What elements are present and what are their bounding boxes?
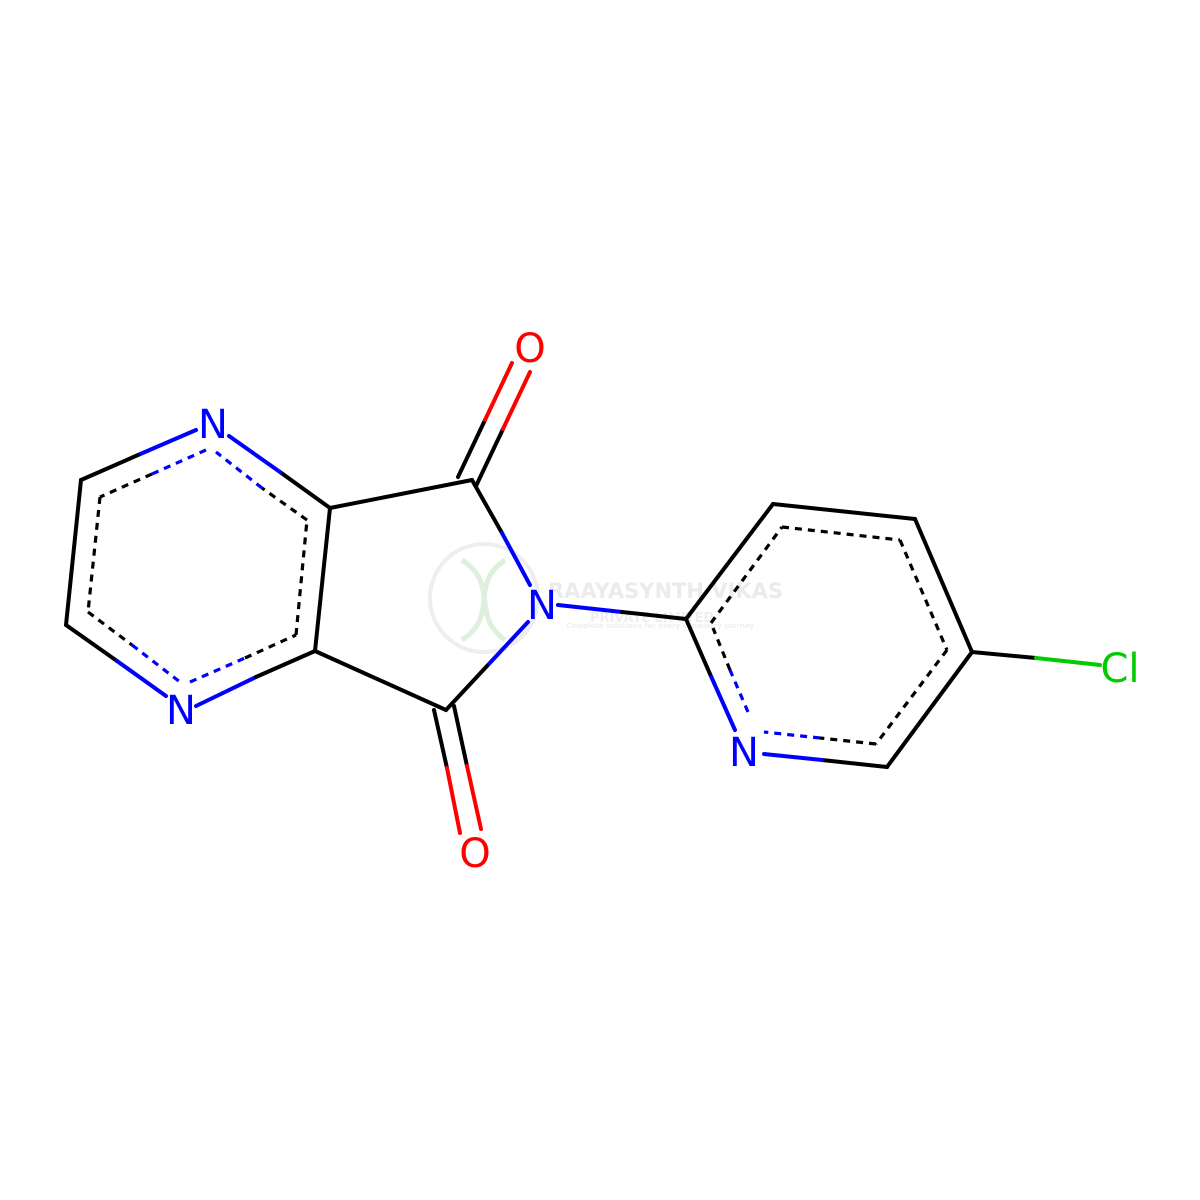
aromatic-dash-3 xyxy=(87,610,133,647)
bond-c7-o-a xyxy=(456,418,487,479)
aromatic-dash-6b xyxy=(215,450,263,490)
bond-c7-o-b xyxy=(474,427,505,488)
pyridine-dash-2 xyxy=(781,525,901,542)
pyrazine-ring xyxy=(64,428,332,708)
atom-n-pyrazine-top: N xyxy=(198,402,228,448)
pyridine-ring xyxy=(684,502,974,769)
bond-c9-c5 xyxy=(313,649,448,712)
aromatic-dash-1b xyxy=(99,472,153,499)
atom-o-top: O xyxy=(514,326,545,372)
atom-cl: Cl xyxy=(1100,646,1139,692)
bond-c14-n15-b xyxy=(762,752,824,762)
bond-c6-n1 xyxy=(278,470,332,510)
bond-c6-n1-b xyxy=(227,434,282,474)
bond-c13-cl-b xyxy=(1034,656,1102,667)
aromatic-dash-1 xyxy=(151,448,207,476)
dna-helix-icon xyxy=(460,557,507,643)
bond-c9-o-a xyxy=(432,708,449,770)
bond-n4-c5 xyxy=(194,675,258,708)
bond-c11-c12 xyxy=(771,502,917,521)
bond-c7-o-a2 xyxy=(483,361,514,422)
pyridine-dash-4 xyxy=(874,649,949,745)
bond-n1-c2-b xyxy=(79,453,140,482)
bond-c9-o-a2 xyxy=(445,766,462,835)
bond-c7-n8-b xyxy=(500,531,532,587)
bond-n15-c10-b xyxy=(684,617,712,676)
watermark-subtitle: PRIVATE LIMITED xyxy=(590,611,715,626)
bond-c9-o-b xyxy=(452,704,469,768)
bond-c5-c6 xyxy=(313,506,332,653)
bond-c13-c14 xyxy=(885,650,974,769)
aromatic-dash-4 xyxy=(189,656,246,684)
imide-ring xyxy=(313,361,532,835)
bond-n8-c9-b xyxy=(444,664,489,712)
aromatic-dash-6 xyxy=(261,486,308,522)
atom-n-pyrazine-bottom: N xyxy=(166,688,196,734)
bond-n1-c2 xyxy=(136,428,198,457)
pyridine-dash-5 xyxy=(819,736,877,746)
bond-n15-c10 xyxy=(708,672,737,732)
watermark-logo: RAAYASYNTH VIKAS PRIVATE LIMITED Complet… xyxy=(428,542,783,654)
aromatic-dash-5 xyxy=(294,519,309,636)
pyridine-dash-5b xyxy=(763,730,821,740)
watermark-circle xyxy=(428,542,540,654)
bond-c3-n4 xyxy=(64,623,119,663)
atom-n-pyridine: N xyxy=(729,730,759,776)
pyridine-dash-3 xyxy=(898,539,949,651)
bond-n8-c9 xyxy=(485,620,530,668)
watermark-tagline: Complete solutions for every chemistry j… xyxy=(566,622,755,630)
pyridine-dash-6b xyxy=(711,627,732,671)
pyridine-dash-6 xyxy=(728,669,750,713)
aromatic-dash-2 xyxy=(86,496,102,613)
watermark-name: RAAYASYNTH VIKAS xyxy=(548,579,783,603)
bond-c7-n8 xyxy=(470,478,504,535)
atom-o-bottom: O xyxy=(459,831,490,877)
bond-n4-c5-b xyxy=(254,649,317,679)
bond-c9-o-b2 xyxy=(465,764,483,831)
aromatic-dash-4b xyxy=(244,633,297,660)
bond-c12-c13 xyxy=(913,517,974,654)
bond-c6-c7 xyxy=(328,478,474,510)
bond-c7-o-b2 xyxy=(501,370,532,431)
bond-c2-c3 xyxy=(64,478,83,627)
bond-n8-c10-b xyxy=(620,610,688,621)
bond-n8-c10 xyxy=(556,603,624,614)
atom-n-imide: N xyxy=(527,583,557,629)
bond-c14-n15 xyxy=(820,758,889,769)
aromatic-dash-3b xyxy=(131,643,181,684)
bond-c3-n4-b xyxy=(115,659,168,698)
pyridine-dash-1 xyxy=(709,526,784,624)
bond-c10-c11 xyxy=(684,502,775,621)
bond-c13-cl xyxy=(970,650,1038,660)
